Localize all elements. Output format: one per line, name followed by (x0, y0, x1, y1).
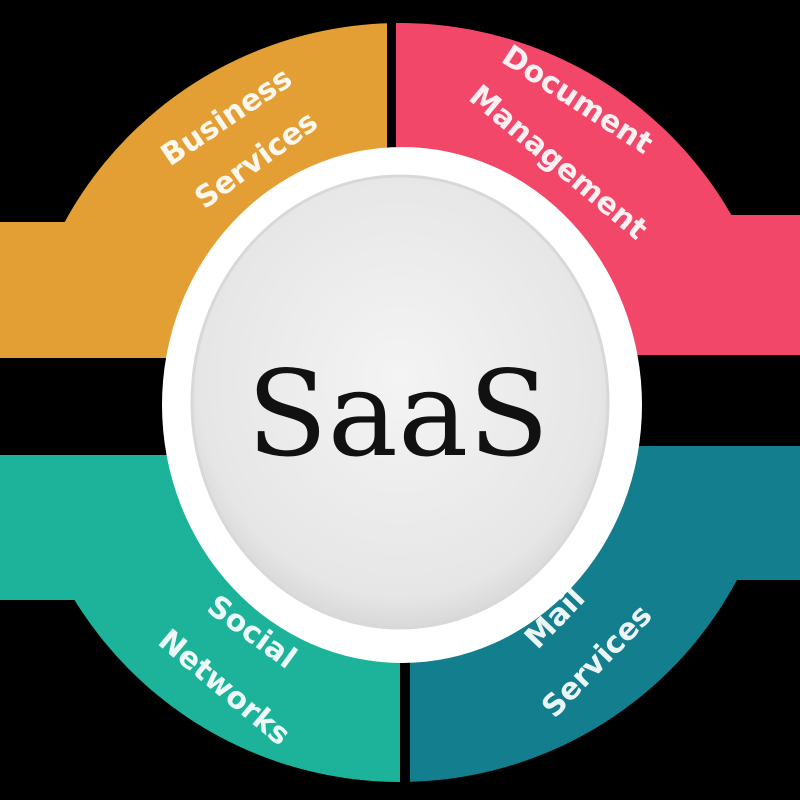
center-label: SaaS (247, 345, 549, 483)
hub-circle (190, 174, 610, 630)
